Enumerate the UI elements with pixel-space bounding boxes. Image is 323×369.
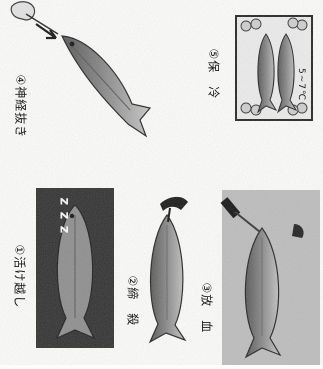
spiking-panel bbox=[150, 197, 188, 342]
sleep-text: z z z bbox=[57, 198, 72, 238]
temperature-label: 5~7℃ bbox=[296, 68, 306, 106]
step-label-nerve-removal: ④神経抜き bbox=[13, 75, 30, 133]
nerve-fish-icon bbox=[62, 36, 150, 136]
bleeding-panel bbox=[221, 190, 320, 365]
live-holding-panel bbox=[36, 188, 114, 348]
step-label-live-holding: ①活け越し bbox=[12, 245, 29, 297]
step-label-spiking: ②締 殺 bbox=[125, 276, 142, 318]
step-label-cold-storage: ⑤保 冷 bbox=[206, 49, 223, 89]
nerve-removal-panel bbox=[11, 2, 150, 136]
spike-tool-icon bbox=[160, 197, 188, 211]
step-label-bleeding: ③放 血 bbox=[199, 283, 216, 325]
wire-tool-icon bbox=[26, 14, 58, 34]
